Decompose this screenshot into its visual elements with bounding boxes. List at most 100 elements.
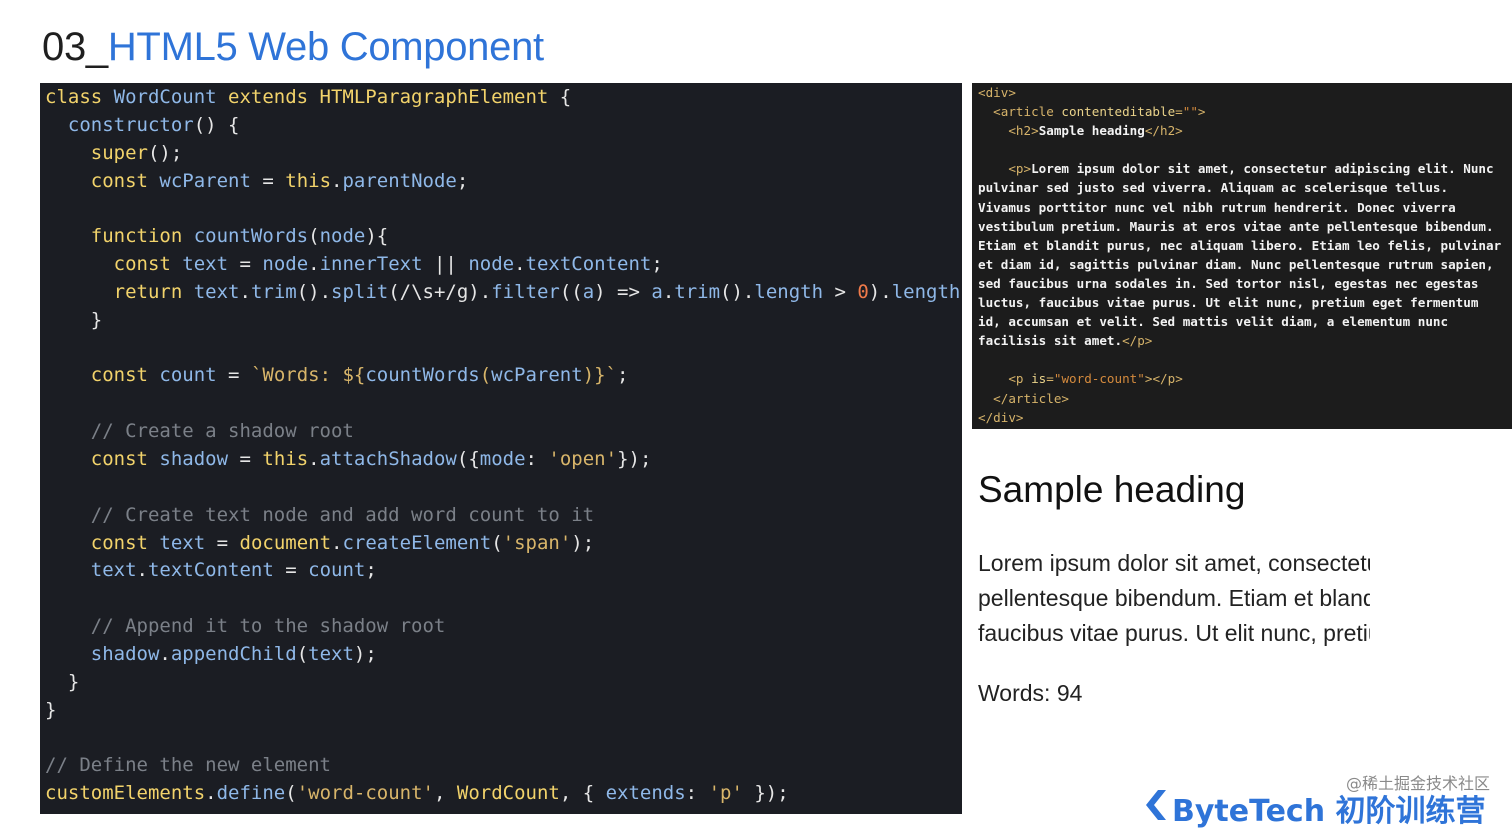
js-code-line: [45, 724, 962, 752]
code-token: innerText: [319, 253, 434, 276]
code-token: wcParent: [491, 364, 583, 387]
code-token: this: [262, 447, 309, 470]
html-code-line: [978, 140, 1501, 159]
code-token: =: [228, 364, 251, 387]
code-token: </h2>: [1144, 123, 1183, 139]
js-code-line: // Create text node and add word count t…: [45, 502, 962, 530]
code-token: [978, 371, 1008, 386]
code-token: HTMLParagraphElement: [319, 86, 560, 108]
code-token: .: [159, 642, 171, 665]
code-token: WordCount: [456, 782, 560, 805]
code-token: `Words: ${: [250, 364, 366, 387]
code-token: =: [1046, 371, 1054, 387]
code-token: ></p>: [1144, 371, 1183, 387]
code-token: (: [296, 642, 309, 665]
js-code-line: shadow.appendChild(text);: [45, 641, 962, 669]
js-code-line: // Create a shadow root: [45, 418, 962, 446]
html-code-line: [978, 350, 1501, 369]
bytetech-logo-icon: [1146, 790, 1166, 820]
js-code-line: const wcParent = this.parentNode;: [45, 168, 962, 196]
preview-word-count: Words: 94: [978, 680, 1083, 706]
code-token: ).: [868, 280, 892, 303]
js-code-line: [45, 585, 962, 613]
js-code-line: const shadow = this.attachShadow({mode: …: [45, 446, 962, 474]
code-token: [45, 114, 68, 136]
code-token: "": [1182, 104, 1198, 120]
code-token: =: [216, 531, 240, 554]
code-token: filter: [491, 280, 560, 303]
js-code-line: [45, 474, 962, 502]
code-token: extends: [228, 86, 320, 108]
code-token: ((: [559, 280, 583, 303]
html-code-line: Etiam et blandit purus, nec aliquam libe…: [978, 236, 1501, 255]
code-token: text: [193, 280, 240, 303]
code-token: text: [159, 531, 217, 554]
code-token: ;: [960, 281, 962, 303]
code-token: super: [90, 141, 148, 164]
code-token: node: [468, 253, 515, 276]
code-token: ||: [433, 253, 469, 276]
code-token: trim: [250, 280, 297, 303]
code-token: id, accumsan et velit. Sed mattis velit …: [978, 314, 1449, 330]
code-token: length: [891, 280, 961, 303]
code-token: parentNode: [342, 169, 457, 192]
code-token: (: [285, 782, 297, 805]
code-token: node: [262, 253, 309, 276]
js-code-line: [45, 195, 962, 223]
code-token: () {: [193, 113, 240, 136]
js-code-line: text.textContent = count;: [45, 557, 962, 585]
code-token: ;: [617, 364, 629, 387]
code-token: createElement: [342, 531, 492, 554]
code-token: [45, 225, 91, 247]
code-token: [45, 281, 114, 303]
code-token: ){: [365, 225, 389, 248]
code-token: textContent: [525, 253, 652, 276]
code-token: .: [514, 253, 526, 276]
code-token: [45, 559, 91, 581]
code-token: ,: [433, 782, 457, 805]
preview-heading: Sample heading: [978, 469, 1246, 510]
code-token: node: [319, 225, 366, 248]
code-token: define: [216, 782, 286, 805]
code-token: function: [90, 225, 194, 248]
js-code-line: [45, 390, 962, 418]
js-code-line: // Define the new element: [45, 752, 962, 780]
code-token: <h2>: [1008, 123, 1039, 139]
code-token: =: [239, 253, 263, 276]
html-code-line: <article contenteditable="">: [978, 102, 1501, 121]
code-token: }: [45, 308, 103, 331]
code-token: [978, 104, 993, 119]
html-code-line: <p>Lorem ipsum dolor sit amet, consectet…: [978, 159, 1501, 178]
code-token: extends: [605, 782, 686, 805]
code-token: a: [582, 280, 595, 303]
js-code-line: [45, 335, 962, 363]
code-token: const: [90, 447, 160, 470]
code-token: this: [285, 169, 332, 192]
code-token: .: [331, 169, 343, 192]
code-token: const: [90, 531, 160, 554]
html-code-line: pulvinar sed justo sed viverra. Aliquam …: [978, 178, 1501, 197]
js-code-line: constructor() {: [45, 112, 962, 140]
js-code-block: class WordCount extends HTMLParagraphEle…: [45, 84, 962, 808]
code-token: [45, 504, 91, 526]
code-token: [45, 170, 91, 192]
code-token: text: [90, 559, 137, 582]
code-token: a: [651, 280, 663, 303]
code-token: Vivamus porttitor nunc vel nibh rutrum h…: [978, 199, 1456, 215]
code-token: =: [285, 559, 309, 582]
js-code-line: }: [45, 697, 962, 725]
html-code-line: sed faucibus urna sodales in. Sed tortor…: [978, 274, 1501, 293]
code-token: 0: [857, 280, 869, 303]
code-token: </p>: [1122, 333, 1153, 349]
code-token: [45, 448, 91, 470]
code-token: // Define the new element: [45, 754, 331, 777]
code-token: vestibulum pretium. Mauris at eros vitae…: [978, 218, 1494, 234]
js-code-line: const text = document.createElement('spa…: [45, 530, 962, 558]
code-token: (: [491, 531, 503, 554]
code-token: class: [45, 86, 114, 108]
code-token: ;: [651, 253, 663, 276]
code-token: [45, 643, 91, 665]
code-token: textContent: [147, 559, 286, 582]
code-token: appendChild: [170, 642, 297, 665]
code-token: Lorem ipsum dolor sit amet, consectetur …: [1031, 161, 1494, 177]
